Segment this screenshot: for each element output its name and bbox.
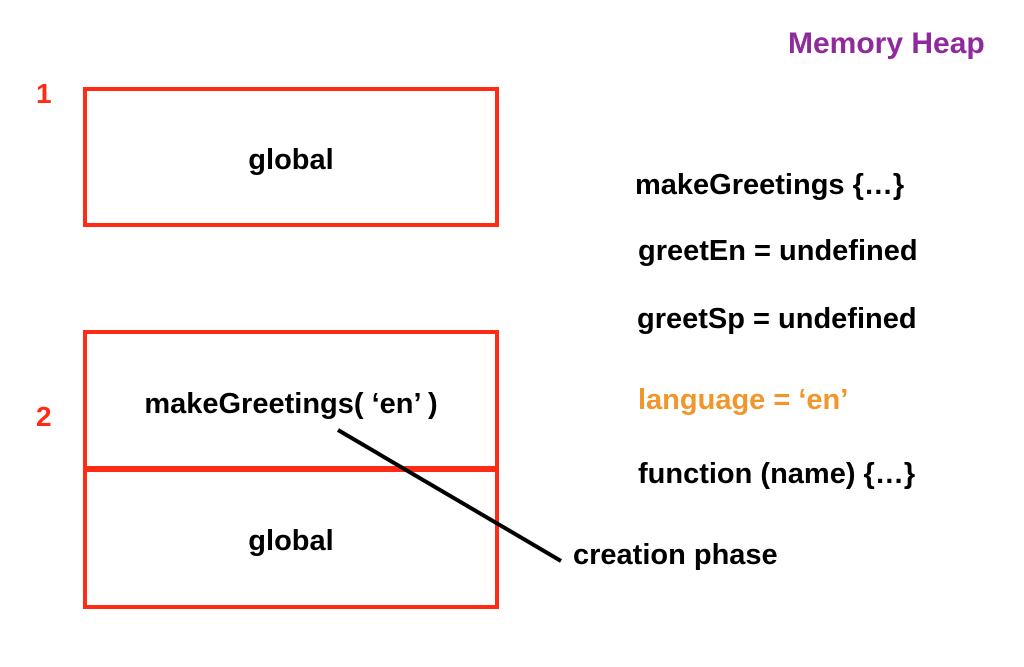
stack-state-2-number: 2 bbox=[36, 401, 52, 432]
heap-entry-language: language = ‘en’ bbox=[638, 384, 849, 416]
heap-entry-function: function (name) {…} bbox=[638, 458, 916, 490]
heap-entry-greet-sp: greetSp = undefined bbox=[637, 303, 917, 335]
memory-heap-title: Memory Heap bbox=[788, 27, 985, 60]
heap-entry-make-greetings: makeGreetings {…} bbox=[635, 169, 905, 201]
stack-state-1-number: 1 bbox=[36, 78, 52, 109]
make-greetings-frame-label: makeGreetings( ‘en’ ) bbox=[144, 388, 438, 420]
global-frame-1: global bbox=[83, 87, 499, 227]
global-frame-1-label: global bbox=[248, 144, 334, 176]
make-greetings-frame: makeGreetings( ‘en’ ) bbox=[83, 330, 499, 472]
global-frame-2-label: global bbox=[248, 525, 334, 557]
global-frame-2: global bbox=[83, 466, 499, 609]
heap-entry-greet-en: greetEn = undefined bbox=[638, 235, 918, 267]
creation-phase-label: creation phase bbox=[573, 539, 778, 571]
connector-line bbox=[336, 428, 563, 563]
